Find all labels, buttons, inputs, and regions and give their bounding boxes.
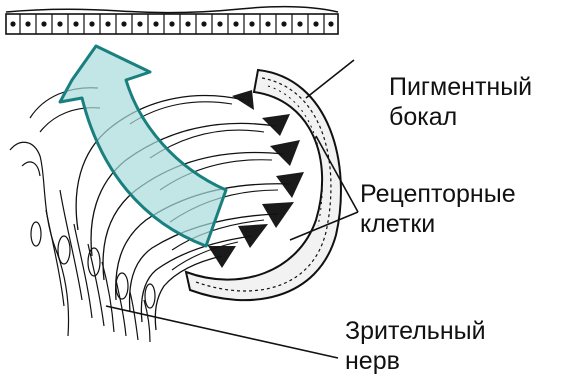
optic-nerve-label-line2: нерв	[345, 346, 486, 376]
epidermis-strip	[6, 7, 338, 34]
pigment-cup-label: Пигментный бокал	[389, 72, 532, 132]
pigment-cup-label-line1: Пигментный	[389, 72, 532, 102]
light-path-arrow	[60, 46, 226, 246]
pigment-cup-label-line2: бокал	[389, 102, 532, 132]
receptor-cells-label: Рецепторные клетки	[360, 179, 516, 239]
receptor-cells-label-line2: клетки	[360, 209, 516, 239]
leader-pigment-cup	[306, 60, 354, 98]
leader-optic-nerve	[106, 306, 338, 358]
optic-nerve-label-line1: Зрительный	[345, 316, 486, 346]
receptor-cells-label-line1: Рецепторные	[360, 179, 516, 209]
optic-nerve-label: Зрительный нерв	[345, 316, 486, 376]
